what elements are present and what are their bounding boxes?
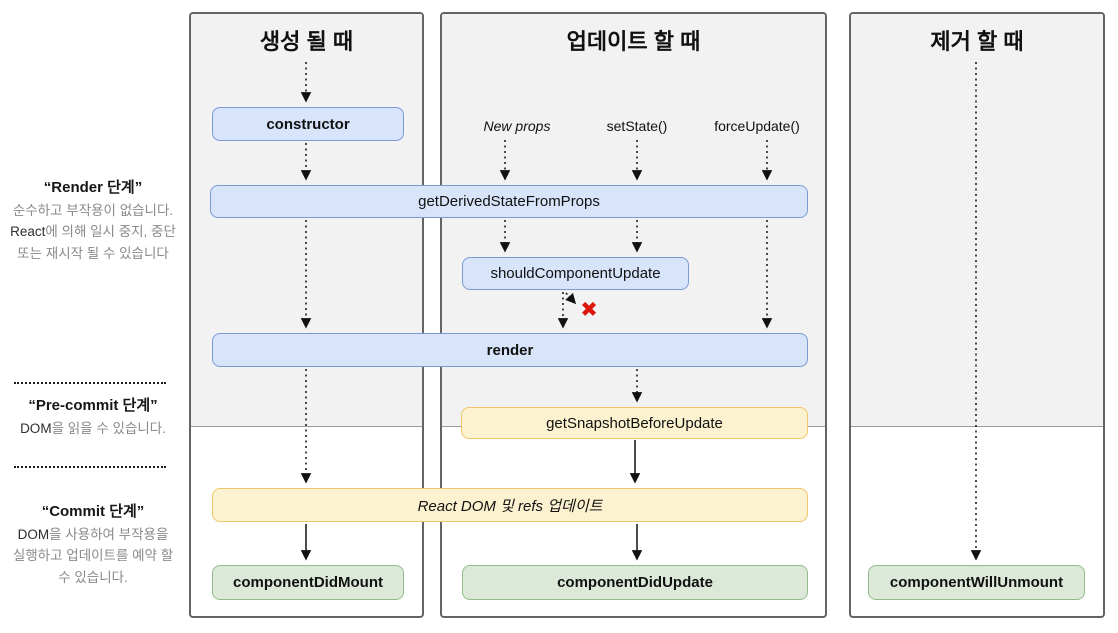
commit-phase-title: “Commit 단계” [41, 503, 145, 520]
constructor-box: constructor [212, 107, 404, 141]
component-did-update-box: componentDidUpdate [462, 565, 808, 600]
precommit-phase-title: “Pre-commit 단계” [28, 397, 158, 414]
unmount-panel [849, 12, 1105, 618]
should-component-update-box: shouldComponentUpdate [462, 257, 689, 290]
component-did-mount-box: componentDidMount [212, 565, 404, 600]
render-phase-title: “Render 단계” [43, 179, 143, 196]
unmount-render-phase-region [851, 14, 1103, 427]
precommit-phase-description: DOM을 읽을 수 있습니다. [20, 421, 166, 436]
set-state-label: setState() [606, 118, 668, 134]
force-update-label: forceUpdate() [714, 118, 800, 134]
unmount-column-title: 제거 할 때 [930, 29, 1024, 54]
commit-phase-description: DOM을 사용하여 부작용을 실행하고 업데이트를 예약 할 수 있습니다. [12, 527, 174, 585]
render-phase-description: 순수하고 부작용이 없습니다. React에 의해 일시 중지, 중단 또는 재… [10, 203, 176, 261]
update-column-title: 업데이트 할 때 [566, 29, 701, 54]
new-props-label: New props [483, 118, 551, 134]
get-snapshot-before-update-box: getSnapshotBeforeUpdate [461, 407, 808, 439]
react-dom-refs-update-box: React DOM 및 refs 업데이트 [212, 488, 808, 522]
render-box: render [212, 333, 808, 367]
mount-column-title: 생성 될 때 [259, 29, 354, 54]
component-will-unmount-box: componentWillUnmount [868, 565, 1085, 600]
phase-divider-top [14, 382, 166, 384]
phase-divider-bottom [14, 466, 166, 468]
reject-x-icon: ✖ [580, 298, 598, 322]
get-derived-state-from-props-box: getDerivedStateFromProps [210, 185, 808, 218]
